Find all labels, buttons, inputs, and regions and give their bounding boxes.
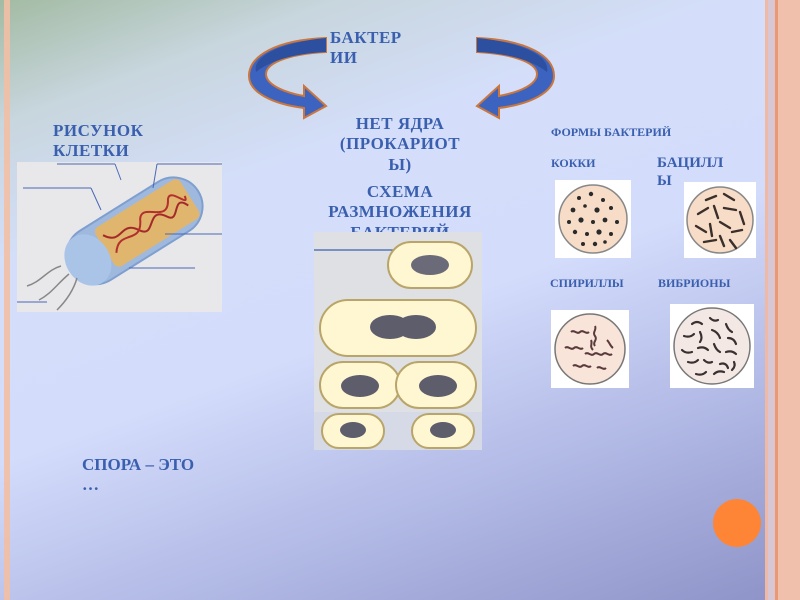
bacilli-label: БАЦИЛЛ Ы: [657, 154, 723, 190]
slide-title-line: БАКТЕР: [330, 28, 402, 47]
bacterial-cell-image: [17, 162, 222, 312]
vibrio-label: ВИБРИОНЫ: [658, 276, 731, 290]
heading-line: НЕТ ЯДРА: [355, 114, 445, 133]
orange-circle-decoration: [713, 499, 761, 547]
curved-arrow-left-icon: [247, 36, 328, 120]
decorative-right-gap: [768, 0, 775, 600]
nucleoid: [430, 422, 456, 438]
nucleoid: [411, 255, 449, 275]
binary-fission-diagram: [314, 232, 482, 450]
decorative-right-line: [775, 0, 778, 600]
heading-line: СХЕМА: [366, 182, 434, 201]
heading-line: РИСУНОК: [53, 121, 144, 140]
nucleoid: [340, 422, 366, 438]
spore-question: СПОРА – ЭТО …: [82, 455, 194, 496]
spirilla-dish-image: [551, 310, 629, 388]
reproduction-heading: СХЕМА РАЗМНОЖЕНИЯ БАКТЕРИЙ: [290, 182, 510, 234]
vibrio-dish-image: [670, 304, 754, 388]
heading-line: КЛЕТКИ: [53, 141, 130, 161]
cocci-label: КОККИ: [551, 156, 596, 170]
spirilla-label: СПИРИЛЛЫ: [550, 276, 624, 290]
slide-title-line: ИИ: [330, 48, 358, 68]
spore-line: СПОРА – ЭТО: [82, 455, 195, 474]
slide-title: БАКТЕР ИИ: [330, 28, 402, 69]
label-line: Ы: [657, 173, 672, 189]
heading-line: (ПРОКАРИОТ: [339, 134, 461, 154]
heading-line: РАЗМНОЖЕНИЯ: [328, 202, 472, 222]
cell-drawing-heading: РИСУНОК КЛЕТКИ: [53, 121, 143, 162]
nucleoid: [341, 375, 379, 397]
decorative-left-stripe: [4, 0, 10, 600]
curved-arrow-right-icon: [475, 36, 556, 120]
cocci-dish-image: [555, 180, 631, 258]
nucleoid: [419, 375, 457, 397]
nucleoid: [396, 315, 436, 339]
prokaryote-heading: НЕТ ЯДРА (ПРОКАРИОТ Ы): [300, 114, 500, 175]
label-line: БАЦИЛЛ: [657, 155, 724, 171]
bacilli-dish-image: [684, 182, 756, 258]
spore-line: …: [82, 475, 99, 495]
decorative-right-line: [765, 0, 768, 600]
heading-line: БАКТЕРИЙ: [350, 222, 450, 234]
heading-line: Ы): [388, 154, 412, 174]
forms-heading: ФОРМЫ БАКТЕРИЙ: [551, 125, 672, 139]
